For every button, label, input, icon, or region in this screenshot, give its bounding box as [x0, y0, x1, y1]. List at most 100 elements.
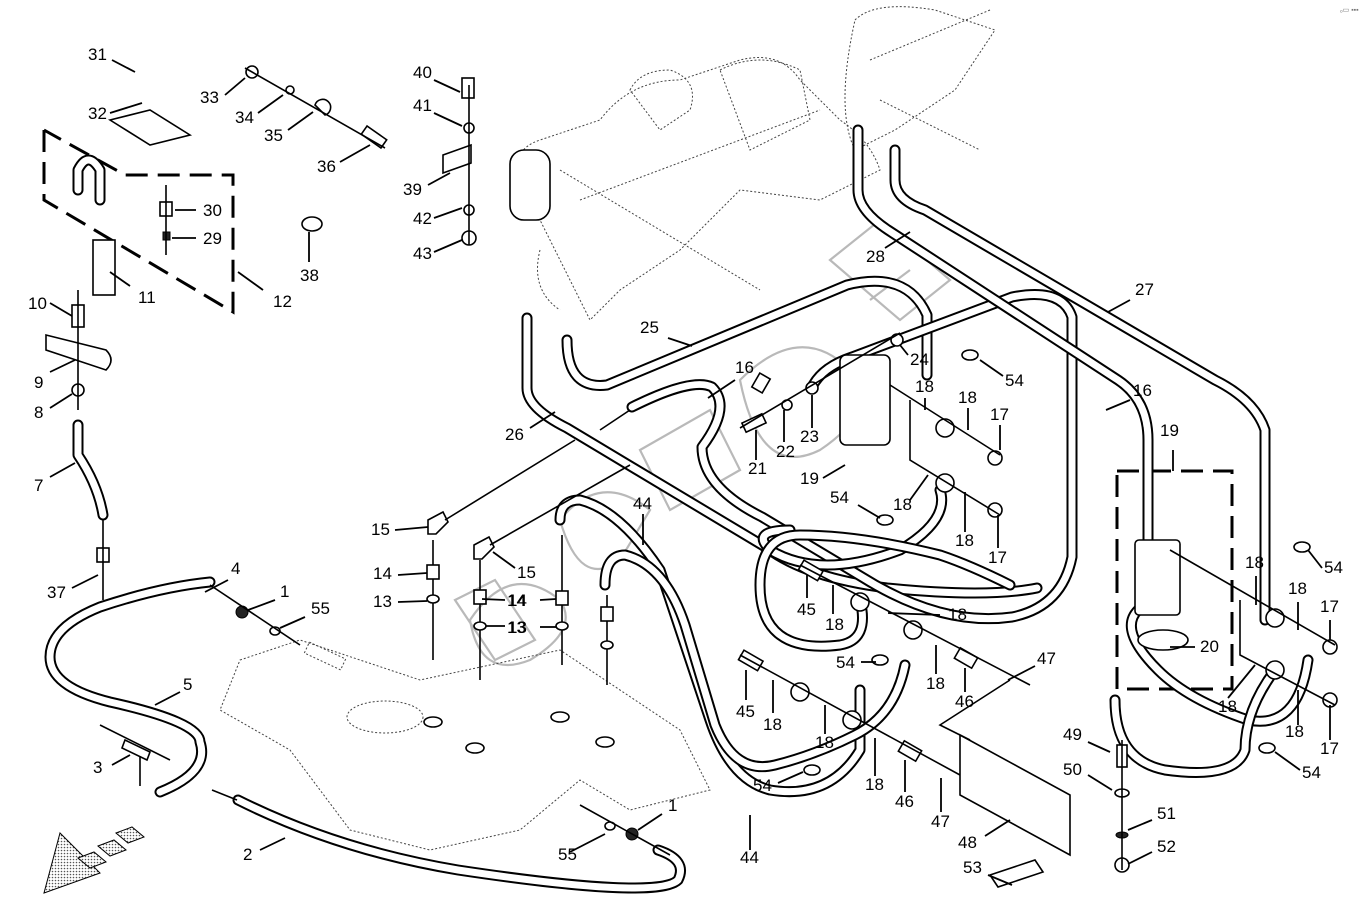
seal-13a [426, 594, 440, 604]
callout-number: 14 [508, 591, 527, 610]
callout-number: 15 [371, 520, 390, 539]
callout-number: 45 [736, 702, 755, 721]
callout-47: 47 [931, 778, 950, 831]
callout-54: 54 [836, 653, 876, 672]
callout-number: 47 [931, 812, 950, 831]
callout-leader-line [397, 572, 428, 576]
callout-leader-line [887, 612, 941, 616]
callout-20: 20 [1170, 637, 1219, 656]
callout-43: 43 [413, 239, 463, 263]
adapter-46b [897, 739, 923, 763]
callout-55: 55 [558, 833, 606, 864]
callout-number: 18 [763, 715, 782, 734]
clamp-54b [876, 514, 894, 526]
clamp-54c [871, 654, 889, 666]
callout-number: 44 [633, 494, 652, 513]
callout-15: 15 [492, 551, 536, 582]
callout-18: 18 [915, 377, 934, 410]
callout-leader-line [481, 598, 506, 601]
callout-31: 31 [88, 45, 136, 73]
fuel-filter-19-kit [1134, 539, 1181, 616]
callout-17: 17 [1320, 705, 1339, 758]
callout-51: 51 [1127, 804, 1176, 831]
callout-30: 30 [175, 201, 222, 220]
callout-leader-line [637, 813, 663, 831]
callout-number: 17 [1320, 739, 1339, 758]
callout-18: 18 [958, 388, 977, 430]
callout-number: 45 [797, 600, 816, 619]
fuel-pipes [44, 124, 1314, 894]
callout-40: 40 [413, 63, 461, 93]
pipe-44-b [599, 549, 911, 773]
callout-number: 54 [1005, 371, 1024, 390]
callout-number: 18 [893, 495, 912, 514]
seal-13d [600, 640, 614, 650]
callout-number: 11 [138, 288, 156, 307]
callout-leader-line [884, 231, 911, 249]
callout-leader-line [1087, 774, 1113, 791]
screw-36 [360, 124, 388, 150]
callout-10: 10 [28, 294, 73, 317]
callout-leader-line [433, 239, 463, 253]
plug-17a [987, 450, 1003, 466]
clamp-54f [1258, 742, 1276, 754]
callout-number: 24 [910, 350, 929, 369]
union-14a [426, 564, 440, 580]
callout-18: 18 [763, 680, 782, 734]
callout-leader-line [433, 79, 461, 93]
pipe-25 [561, 275, 933, 391]
callout-4: 4 [204, 559, 240, 593]
nut-24 [890, 333, 904, 347]
callout-leader-line [433, 207, 463, 219]
fitting-1a [235, 605, 249, 619]
callout-leader-line [1274, 751, 1301, 771]
callout-leader-line [979, 359, 1004, 377]
callout-number: 54 [830, 488, 849, 507]
grommet-38 [301, 216, 323, 232]
callout-number: 54 [753, 776, 772, 795]
callout-18: 18 [825, 585, 844, 634]
callout-18: 18 [955, 492, 974, 550]
callout-number: 12 [273, 292, 292, 311]
assembly-lines [209, 67, 1336, 856]
callout-number: 18 [1288, 579, 1307, 598]
callout-number: 18 [958, 388, 977, 407]
callout-number: 21 [748, 459, 767, 478]
kit-outline-12 [42, 128, 235, 315]
callout-19: 19 [1160, 421, 1179, 471]
callout-17: 17 [990, 405, 1009, 450]
callout-number: 8 [34, 403, 43, 422]
callout-number: 38 [300, 266, 319, 285]
callout-leader-line [984, 819, 1011, 837]
callout-number: 1 [668, 796, 677, 815]
callout-leader-line [427, 172, 451, 186]
callout-leader-line [529, 411, 556, 429]
callout-15: 15 [371, 520, 429, 539]
banjo-e [850, 592, 870, 612]
callout-leader-line [109, 102, 143, 114]
callout-number: 17 [988, 548, 1007, 567]
callout-number: 18 [955, 531, 974, 550]
callout-leader-line [237, 271, 264, 291]
callout-11: 11 [109, 271, 156, 307]
clamp-54d [803, 764, 821, 776]
clamp-54e [1293, 541, 1311, 553]
callout-leader-line [397, 600, 428, 603]
fitting-stacks [71, 85, 1123, 870]
callout-number: 18 [1218, 697, 1237, 716]
callout-leader-line [909, 474, 929, 501]
callout-49: 49 [1063, 725, 1111, 753]
pipe-16-a [626, 289, 1078, 625]
callout-26: 26 [505, 411, 556, 444]
callout-leader-line [154, 691, 181, 706]
callout-number: 18 [1245, 553, 1264, 572]
banjo-c [1265, 608, 1285, 628]
callout-39: 39 [403, 172, 451, 199]
bolt-21 [740, 412, 768, 434]
callout-54: 54 [753, 771, 804, 795]
pipe-20-loop [1109, 664, 1281, 778]
callout-number: 44 [740, 848, 759, 867]
callout-5: 5 [154, 675, 192, 706]
callout-18: 18 [1218, 664, 1256, 716]
callout-14: 14 [373, 564, 428, 583]
